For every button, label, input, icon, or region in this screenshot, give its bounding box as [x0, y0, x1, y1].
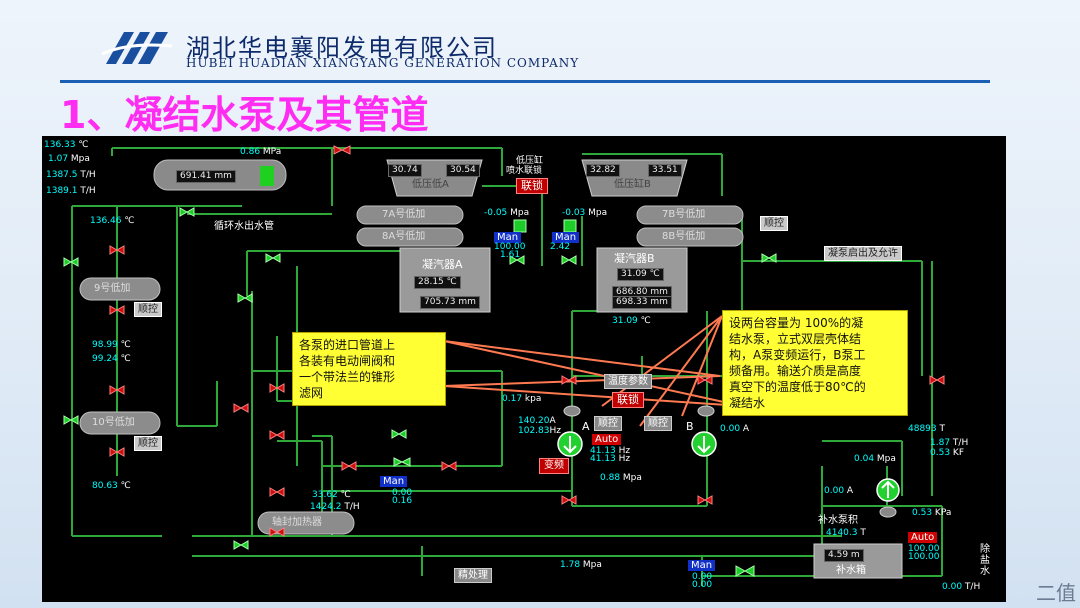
pump-lock-button[interactable]: 联锁 — [612, 392, 644, 408]
shunkong-button-1[interactable]: 顺控 — [134, 302, 162, 317]
heater-8a: 8A号低加 — [382, 231, 426, 242]
precision-treatment-button[interactable]: 精处理 — [454, 568, 492, 583]
shunkong-button-3[interactable]: 顺控 — [760, 216, 788, 231]
pump-b-value: 0.00 A — [720, 424, 750, 434]
watermark-text: 二值 — [1036, 581, 1076, 605]
makeup-pressure-1: 0.04 Mpa — [854, 454, 896, 464]
cond-b-man-button[interactable]: Man — [552, 232, 580, 243]
bottom-v1: 0.00 — [692, 572, 713, 582]
readout-flow-2: 1389.1 T/H — [46, 186, 96, 196]
lp-spray-label-2: 喷水联锁 — [506, 166, 543, 176]
pump-outlet-pressure: 0.88 Mpa — [600, 473, 642, 483]
readout-temp-1: 136.33 ℃ — [44, 140, 89, 150]
shaft-seal-heater: 轴封加热器 — [272, 517, 322, 528]
company-name-en: HUBEI HUADIAN XIANGYANG GENERATION COMPA… — [186, 56, 580, 70]
recirc-val1: 0.00 — [392, 488, 413, 498]
makeup-auto-v2: 100.00 — [908, 552, 940, 562]
makeup-pump-label: 补水泵积 — [818, 515, 858, 526]
callout-pump-description: 设两台容量为 100%的凝 结水泵，立式双层壳体结 构，A泵变频运行，B泵工 频… — [722, 310, 908, 416]
cond-b-name: 凝汽器B — [614, 252, 655, 265]
readout-flow-1: 1387.5 T/H — [46, 170, 96, 180]
company-logo-icon — [101, 32, 173, 64]
cond-a-man-button[interactable]: Man — [494, 232, 522, 243]
pump-a-hz2: 41.13 Hz — [590, 454, 631, 464]
makeup-pressure-2: 0.53 KPa — [912, 508, 952, 518]
pump-a-freq: 102.83Hz — [518, 426, 561, 436]
tank-level: 691.41 mm — [176, 170, 236, 183]
lp-b-temp-2: 33.51 — [648, 164, 682, 177]
lp-spray-label-1: 低压缸 — [516, 156, 544, 166]
heater-9: 9号低加 — [94, 283, 131, 294]
company-name-cn: 湖北华电襄阳发电有限公司 — [186, 34, 498, 62]
bottom-pressure: 1.78 Mpa — [560, 560, 602, 570]
lp-a-temp-2: 30.54 — [446, 164, 480, 177]
cond-b-temp: 31.09 ℃ — [617, 268, 664, 281]
pump-permit-button[interactable]: 凝泵启出及允许 — [824, 246, 902, 261]
bottom-v2: 0.00 — [692, 580, 713, 590]
recirc-man-button[interactable]: Man — [380, 476, 408, 487]
makeup-total: 4140.3 T — [826, 528, 866, 538]
cond-a-pressure: -0.05 Mpa — [484, 208, 530, 218]
cond-a-valve2: 1.61 — [500, 250, 521, 260]
flow-1: 1.87 T/H — [930, 438, 969, 448]
lp-lock-button[interactable]: 联锁 — [516, 178, 548, 194]
recirc-temp: 33.62 ℃ — [312, 490, 351, 500]
pump-inlet-pressure: 0.17 kpa — [502, 394, 542, 404]
shunkong-button-a[interactable]: 顺控 — [594, 416, 622, 431]
lp-b-temp-1: 32.82 — [586, 164, 620, 177]
cond-b-pressure: -0.03 Mpa — [562, 208, 608, 218]
cond-a-name: 凝汽器A — [422, 258, 463, 271]
header-divider — [60, 80, 990, 83]
slide-title: 1、凝结水泵及其管道 — [60, 93, 429, 137]
shunkong-button-2[interactable]: 顺控 — [134, 436, 162, 451]
bottom-man-button[interactable]: Man — [688, 560, 716, 571]
pump-a-hz1: 41.13 Hz — [590, 446, 631, 456]
temp-param-button[interactable]: 温度参数 — [604, 374, 652, 389]
lp-b-name: 低压缸B — [614, 179, 651, 190]
red-valves — [109, 145, 945, 537]
makeup-tank-level: 4.59 m — [824, 549, 864, 562]
readout-pressure-1: 1.07 Mpa — [48, 154, 90, 164]
desalt-water-label: 除盐水 — [980, 544, 990, 577]
desalt-flow: 0.00 T/H — [942, 582, 981, 592]
pump-b-label: B — [686, 420, 694, 433]
makeup-auto-button[interactable]: Auto — [908, 532, 938, 543]
side-temp-3: 99.24 ℃ — [92, 354, 131, 364]
side-temp-2: 98.99 ℃ — [92, 340, 131, 350]
scada-panel: 136.33 ℃ 1.07 Mpa 1387.5 T/H 1389.1 T/H … — [42, 136, 1006, 602]
lp-a-name: 低压低A — [412, 179, 449, 190]
cond-a-temp: 28.15 ℃ — [414, 276, 461, 289]
pump-a-label: A — [582, 420, 590, 433]
pump-a-auto-button[interactable]: Auto — [592, 434, 622, 445]
side-temp-4: 80.63 ℃ — [92, 481, 131, 491]
heater-7a: 7A号低加 — [382, 209, 426, 220]
cond-b-valve: 2.42 — [550, 242, 571, 252]
recirc-val2: 0.16 — [392, 496, 413, 506]
lp-a-temp-1: 30.74 — [388, 164, 422, 177]
heater-10: 10号低加 — [92, 417, 135, 428]
cond-a-valve: 100.00 — [494, 242, 526, 252]
cond-a-level: 705.73 mm — [420, 296, 480, 309]
pipe-label-circ-water: 循环水出水管 — [214, 221, 274, 232]
makeup-current: 0.00 A — [824, 486, 854, 496]
recirc-flow: 1424.2 T/H — [310, 502, 360, 512]
makeup-auto-v1: 100.00 — [908, 544, 940, 554]
heater-7b: 7B号低加 — [662, 209, 706, 220]
flow-2: 0.53 KF — [930, 448, 965, 458]
tank-pressure: 0.86 MPa — [240, 147, 282, 157]
side-temp-1: 136.46 ℃ — [90, 216, 135, 226]
heater-8b: 8B号低加 — [662, 231, 706, 242]
callout-inlet-filter: 各泵的进口管道上 各装有电动闸阀和 一个带法兰的锥形 滤网 — [292, 332, 446, 406]
vfd-button[interactable]: 变频 — [539, 458, 569, 474]
total-flow: 48893 T — [908, 424, 946, 434]
pump-a-current: 140.20A — [518, 416, 556, 426]
shunkong-button-b[interactable]: 顺控 — [644, 416, 672, 431]
green-valves — [63, 207, 777, 577]
makeup-tank-label: 补水箱 — [836, 565, 866, 576]
cond-b-bottom-temp: 31.09 ℃ — [612, 316, 651, 326]
cond-b-level2: 698.33 mm — [612, 296, 672, 309]
